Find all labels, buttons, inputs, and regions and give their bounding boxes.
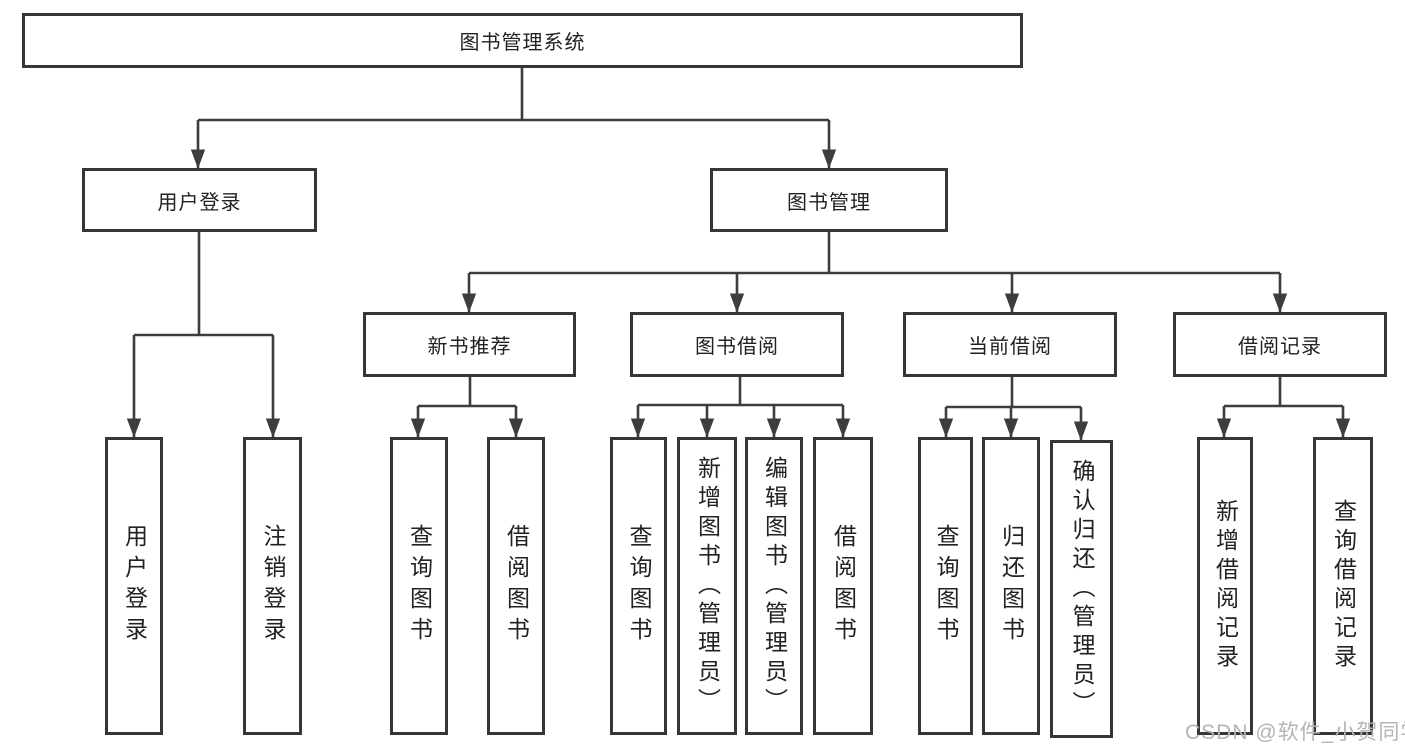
node-label: 借阅图书 <box>503 524 530 648</box>
node-label: 查询借阅记录 <box>1330 499 1357 673</box>
node-label: 查询图书 <box>933 524 959 648</box>
node-label: 借阅图书 <box>830 524 857 648</box>
node-leaf-query-borrow-record: 查询借阅记录 <box>1313 437 1373 735</box>
node-leaf-query-books-1: 查询图书 <box>390 437 448 735</box>
node-label: 编辑图书（管理员） <box>761 455 788 717</box>
node-label: 注销登录 <box>260 524 286 648</box>
node-label: 查询图书 <box>406 524 433 648</box>
node-leaf-add-borrow-record: 新增借阅记录 <box>1197 437 1253 735</box>
node-label: 当前借阅 <box>968 336 1052 358</box>
node-new-book-recommendation: 新书推荐 <box>363 312 576 377</box>
node-leaf-logout: 注销登录 <box>243 437 302 735</box>
node-label: 图书借阅 <box>695 336 779 358</box>
node-leaf-borrow-books-2: 借阅图书 <box>813 437 873 735</box>
node-leaf-edit-books-admin: 编辑图书（管理员） <box>745 437 803 735</box>
node-leaf-query-books-3: 查询图书 <box>918 437 973 735</box>
node-leaf-add-books-admin: 新增图书（管理员） <box>677 437 737 735</box>
node-label: 借阅记录 <box>1238 336 1322 358</box>
node-label: 新书推荐 <box>427 336 512 358</box>
node-leaf-confirm-return-admin: 确认归还（管理员） <box>1050 440 1113 738</box>
node-label: 新增图书（管理员） <box>694 455 721 717</box>
node-label: 图书管理 <box>787 191 871 214</box>
node-label: 查询图书 <box>626 524 652 648</box>
node-leaf-user-login: 用户登录 <box>105 437 163 735</box>
node-leaf-borrow-books-1: 借阅图书 <box>487 437 545 735</box>
node-leaf-return-books: 归还图书 <box>982 437 1040 735</box>
node-label: 用户登录 <box>157 191 242 214</box>
node-label: 归还图书 <box>998 524 1025 648</box>
node-book-management: 图书管理 <box>710 168 948 232</box>
node-user-login: 用户登录 <box>82 168 317 232</box>
node-label: 新增借阅记录 <box>1212 499 1239 673</box>
node-label: 用户登录 <box>121 524 148 648</box>
node-borrowing-records: 借阅记录 <box>1173 312 1387 377</box>
csdn-watermark: CSDN @软件_小贺同学 <box>1185 721 1405 744</box>
node-label: 图书管理系统 <box>459 32 586 54</box>
node-current-borrowing: 当前借阅 <box>903 312 1117 377</box>
node-library-management-system: 图书管理系统 <box>22 13 1023 68</box>
node-leaf-query-books-2: 查询图书 <box>610 437 667 735</box>
node-label: 确认归还（管理员） <box>1069 458 1095 720</box>
node-book-borrowing: 图书借阅 <box>630 312 844 377</box>
